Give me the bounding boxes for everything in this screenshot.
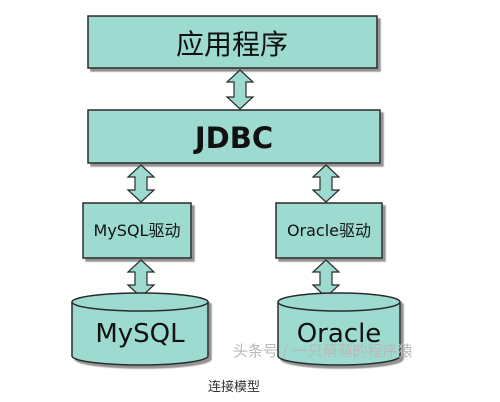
double-arrow-mysql-driver-db <box>126 259 156 298</box>
jdbc-label: JDBC <box>193 121 273 155</box>
mysql-driver-box <box>82 202 192 259</box>
double-arrow-jdbc-mysql-driver <box>126 164 156 203</box>
oracle-database-cylinder <box>277 292 401 366</box>
mysql-driver-label: MySQL驱动 <box>94 221 181 240</box>
diagram-caption: 连接模型 <box>208 379 260 395</box>
oracle-driver-label: Oracle驱动 <box>287 221 371 240</box>
oracle-database-label: Oracle <box>297 319 382 349</box>
mysql-database-label: MySQL <box>95 319 185 349</box>
double-arrow-oracle-driver-db <box>311 259 341 298</box>
double-arrow-app-jdbc <box>225 69 255 110</box>
application-box <box>87 15 378 69</box>
application-label: 应用程序 <box>176 28 288 61</box>
jdbc-box <box>87 109 381 164</box>
watermark-text: 头条号 / 一只萌萌的程序猿 <box>233 342 413 360</box>
oracle-driver-box <box>275 202 383 259</box>
double-arrow-jdbc-oracle-driver <box>311 164 341 203</box>
mysql-database-cylinder <box>71 292 209 366</box>
